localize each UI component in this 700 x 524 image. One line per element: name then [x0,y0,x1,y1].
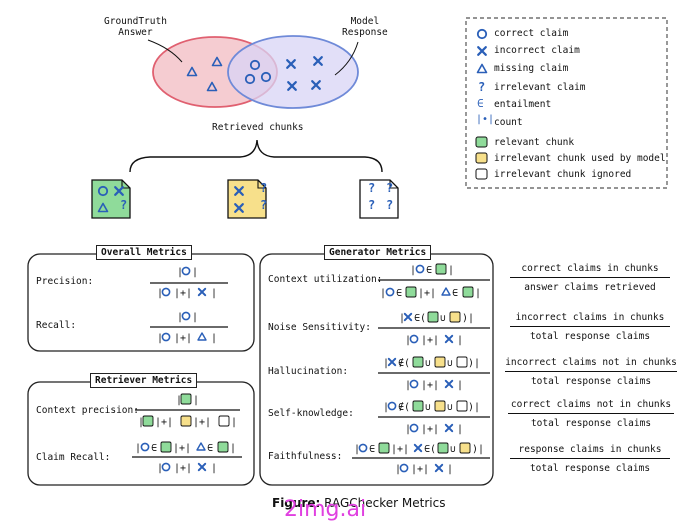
question-icon: ? [120,198,128,212]
question-icon: ? [368,181,376,195]
self-knowledge-label: Self-knowledge: [268,408,354,419]
question-icon: ? [368,198,376,212]
model-response-label: Model Response [342,16,388,38]
retriever-metrics-box [27,381,255,486]
legend-label: relevant chunk [494,137,575,148]
chunks-brace [129,139,383,173]
overall-metrics-title: Overall Metrics [96,245,192,260]
caption-prefix: Figure: [272,496,321,510]
overall-metrics-box [27,253,255,352]
question-icon: ? [260,181,268,195]
explanation-denominator: total response claims [529,331,651,342]
legend-label: count [494,117,523,128]
faithfulness-label: Faithfulness: [268,451,343,462]
explanation-noise-sensitivity: incorrect claims in chunks total respons… [510,312,670,342]
legend-label: irrelevant chunk used by model [494,153,666,164]
ground-truth-label: GroundTruth Answer [104,16,167,38]
question-icon: ? [478,80,486,94]
explanation-hallucination: incorrect claims not in chunks total res… [505,357,677,387]
explanation-numerator: incorrect claims in chunks [510,312,670,327]
venn-diagram [147,35,359,109]
question-icon: ? [260,198,268,212]
explanation-denominator: total response claims [530,376,652,387]
explanation-denominator: answer claims retrieved [524,282,656,293]
explanation-self-knowledge: correct claims not in chunks total respo… [508,399,674,429]
explanation-numerator: response claims in chunks [510,444,670,459]
generator-metrics-title: Generator Metrics [324,245,432,260]
element-of-icon: ∈ [477,97,484,110]
watermark: 2img.ai [284,497,367,522]
explanation-numerator: incorrect claims not in chunks [505,357,677,372]
recall-label: Recall: [36,320,77,331]
legend-box [465,17,668,189]
explanation-denominator: total response claims [529,463,651,474]
question-icon: ? [386,198,394,212]
legend-label: irrelevant chunk ignored [494,169,632,180]
legend-icons [475,28,488,180]
legend-label: incorrect claim [494,45,580,56]
explanation-numerator: correct claims not in chunks [508,399,674,414]
legend-label: irrelevant claim [494,82,586,93]
count-icon: |•| [476,114,495,125]
explanation-faithfulness: response claims in chunks total response… [510,444,670,474]
question-icon: ? [386,181,394,195]
explanation-denominator: total response claims [530,418,652,429]
claim-recall-label: Claim Recall: [36,452,111,463]
legend-label: missing claim [494,63,569,74]
explanation-context-utilization: correct claims in chunks answer claims r… [510,263,670,293]
retrieved-chunks-label: Retrieved chunks [212,122,304,133]
retriever-metrics-title: Retriever Metrics [90,373,198,388]
context-precision-label: Context precision: [36,405,139,416]
legend-label: correct claim [494,28,569,39]
explanation-numerator: correct claims in chunks [510,263,670,278]
hallucination-label: Hallucination: [268,366,349,377]
context-utilization-label: Context utilization: [268,274,383,285]
legend-label: entailment [494,99,552,110]
caption-text: RAGChecker Metrics [324,496,446,510]
figure-caption: Figure: RAGChecker Metrics [272,496,445,510]
noise-sensitivity-label: Noise Sensitivity: [268,322,371,333]
precision-label: Precision: [36,276,94,287]
